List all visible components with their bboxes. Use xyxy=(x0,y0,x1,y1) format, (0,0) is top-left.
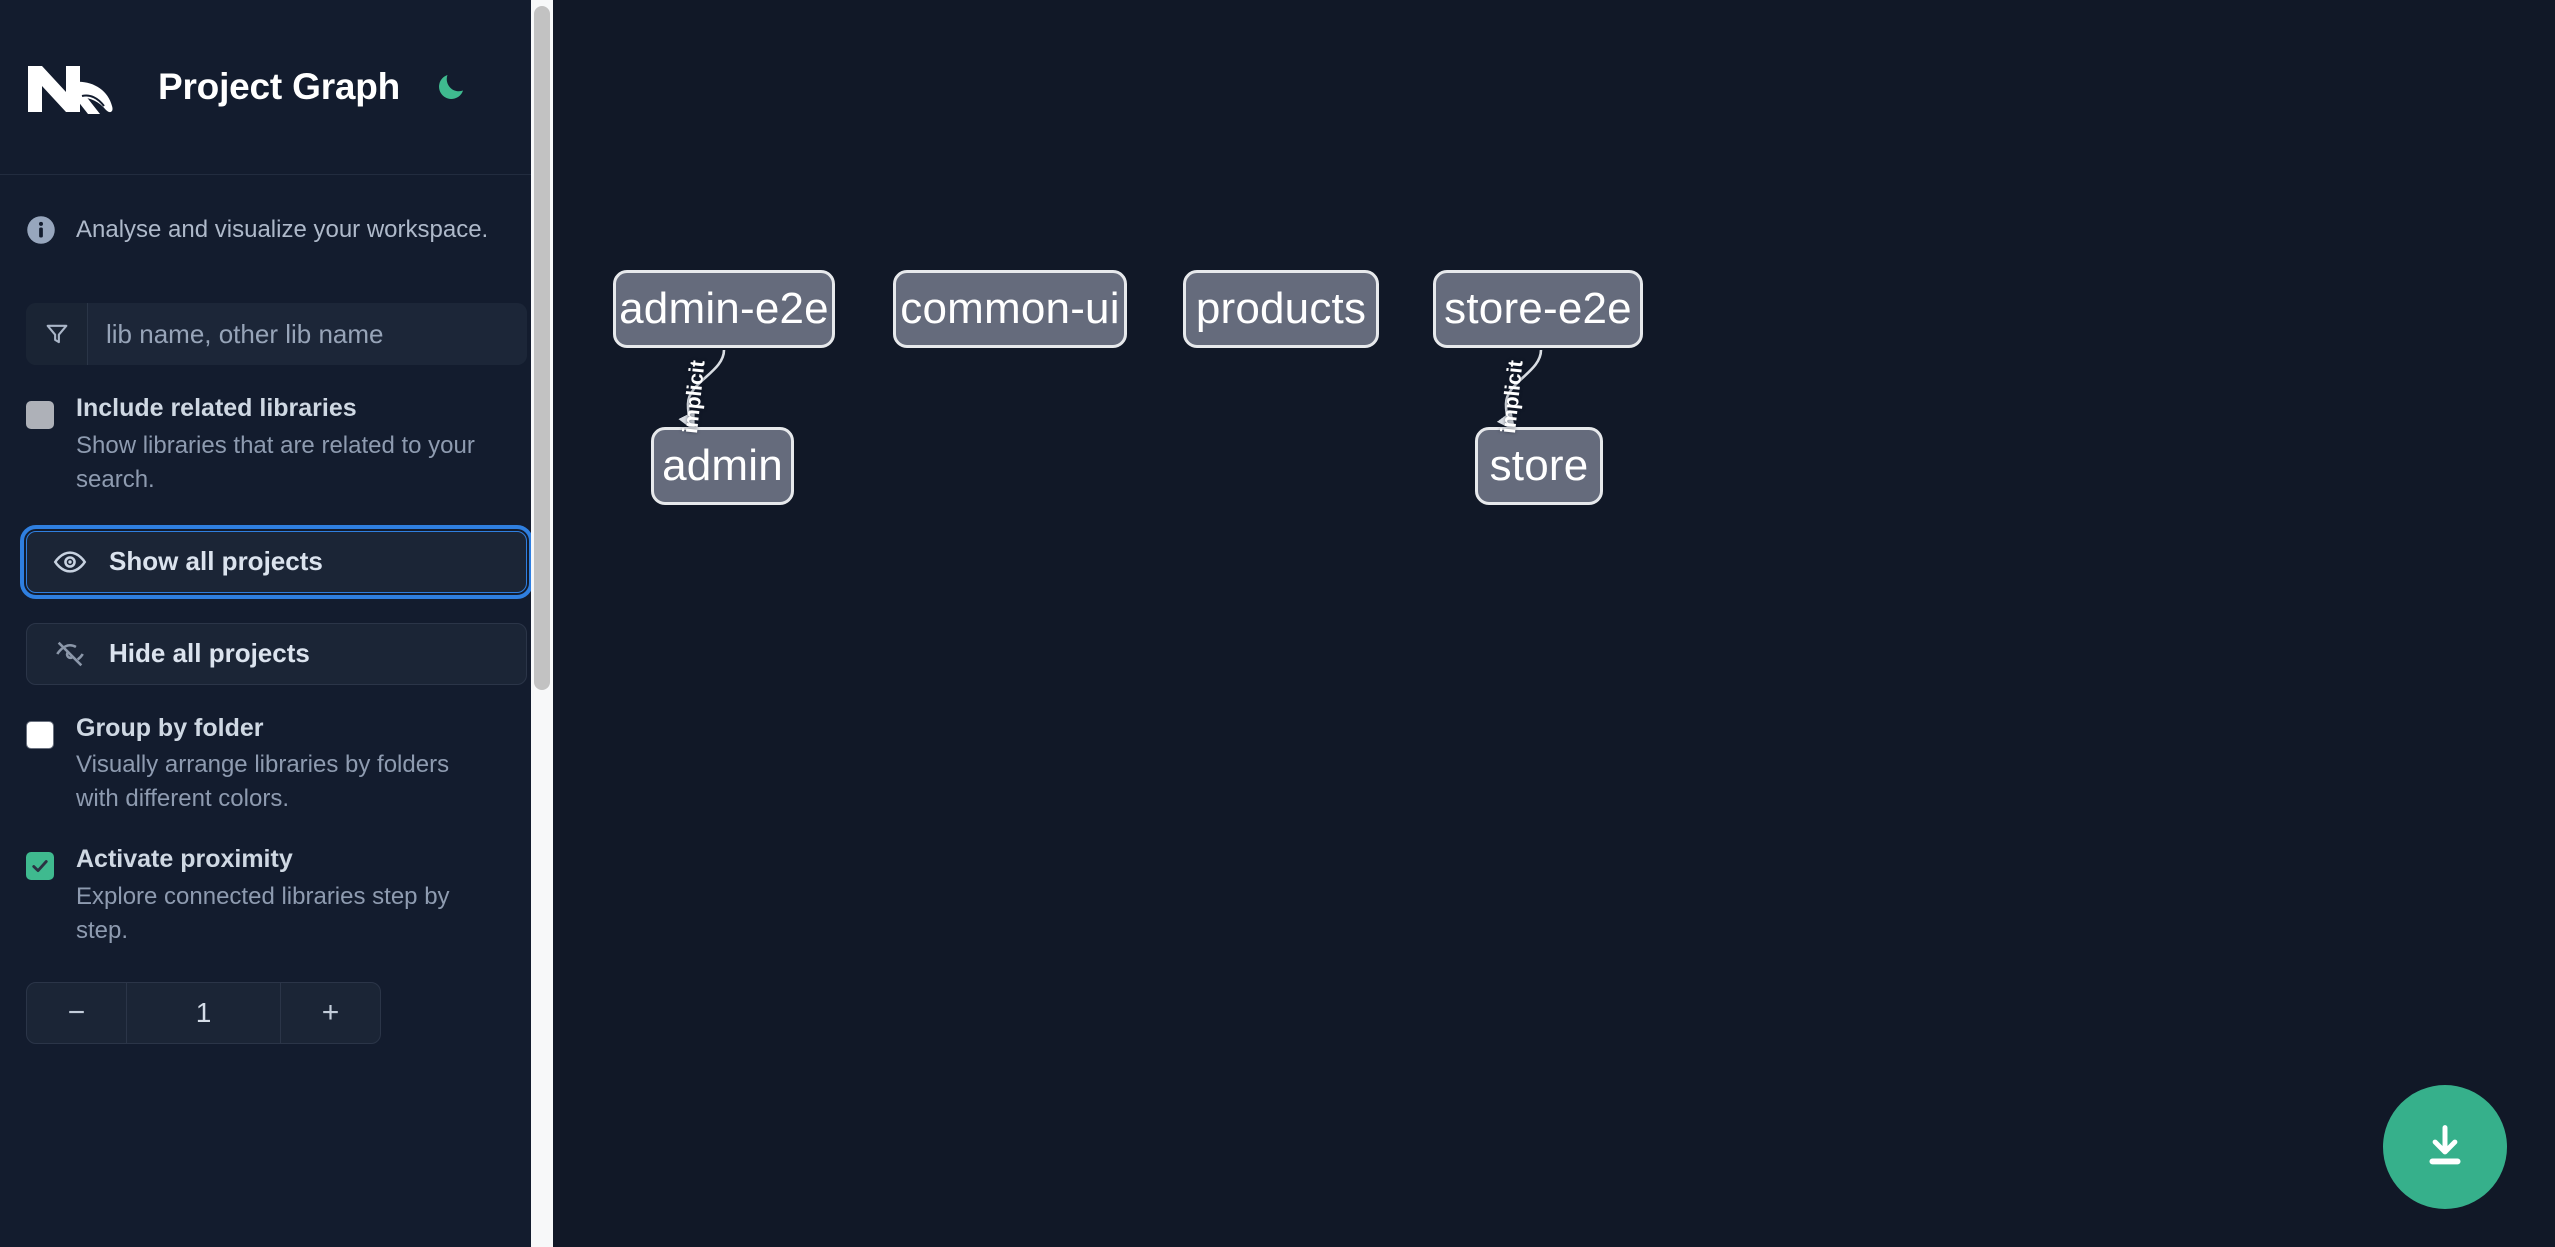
activate-proximity-checkbox[interactable] xyxy=(26,852,54,881)
filter-field[interactable] xyxy=(26,303,527,365)
nx-logo-icon xyxy=(26,56,122,118)
option-texts: Activate proximity Explore connected lib… xyxy=(76,846,496,948)
download-icon xyxy=(2429,1125,2461,1165)
show-all-projects-label: Show all projects xyxy=(109,546,323,577)
sidebar-header: Project Graph xyxy=(0,0,553,175)
graph-node-store[interactable]: store xyxy=(1475,427,1603,505)
edge-admin-e2e-to-admin xyxy=(678,349,726,432)
include-related-libraries-checkbox[interactable] xyxy=(26,401,54,429)
stepper-value: 1 xyxy=(195,996,212,1028)
download-graph-button[interactable] xyxy=(2383,1085,2507,1209)
option-group-by-folder[interactable]: Group by folder Visually arrange librari… xyxy=(26,713,527,817)
workspace-description-text: Analyse and visualize your workspace. xyxy=(76,216,489,243)
option-texts: Include related libraries Show libraries… xyxy=(76,394,496,497)
eye-off-icon xyxy=(53,637,87,671)
page-title: Project Graph xyxy=(158,66,401,107)
sidebar: Project Graph Analyse and visualize your… xyxy=(0,0,553,1247)
sidebar-scrollbar[interactable] xyxy=(531,0,553,1247)
graph-node-common-ui[interactable]: common-ui xyxy=(893,270,1127,348)
option-label: Activate proximity xyxy=(76,845,293,874)
group-by-folder-checkbox[interactable] xyxy=(26,720,54,749)
moon-icon[interactable] xyxy=(430,66,472,108)
graph-node-store-e2e[interactable]: store-e2e xyxy=(1433,270,1643,348)
stepper-increment-button[interactable]: + xyxy=(280,982,380,1043)
search-input[interactable] xyxy=(88,303,527,365)
option-activate-proximity[interactable]: Activate proximity Explore connected lib… xyxy=(26,846,527,948)
info-icon xyxy=(26,215,56,245)
sidebar-scrollbar-thumb[interactable] xyxy=(534,6,550,690)
eye-icon xyxy=(53,545,87,579)
proximity-stepper[interactable]: − 1 + xyxy=(26,981,381,1044)
sidebar-body: Include related libraries Show libraries… xyxy=(0,303,553,1044)
graph-node-products[interactable]: products xyxy=(1183,270,1379,348)
edge-store-e2e-to-store xyxy=(1496,349,1543,431)
option-label: Include related libraries xyxy=(76,394,357,422)
graph-node-admin[interactable]: admin xyxy=(651,427,794,505)
option-texts: Group by folder Visually arrange librari… xyxy=(76,713,496,817)
graph-edges xyxy=(678,349,1543,432)
graph-node-admin-e2e[interactable]: admin-e2e xyxy=(613,270,835,348)
option-description: Show libraries that are related to your … xyxy=(76,431,475,493)
filter-funnel-icon xyxy=(26,303,88,365)
option-include-related-libraries[interactable]: Include related libraries Show libraries… xyxy=(26,394,527,497)
checkmark-icon xyxy=(32,860,48,873)
project-graph-canvas[interactable]: admin-e2e common-ui products store-e2e a… xyxy=(553,0,2555,1247)
workspace-description: Analyse and visualize your workspace. xyxy=(0,175,553,285)
option-label: Group by folder xyxy=(76,713,264,742)
option-description: Explore connected libraries step by step… xyxy=(76,882,450,944)
show-all-projects-button[interactable]: Show all projects xyxy=(20,524,533,599)
hide-all-projects-button[interactable]: Hide all projects xyxy=(26,622,527,685)
stepper-decrement-button[interactable]: − xyxy=(27,982,127,1043)
hide-all-projects-label: Hide all projects xyxy=(109,638,310,669)
option-description: Visually arrange libraries by folders wi… xyxy=(76,751,450,813)
